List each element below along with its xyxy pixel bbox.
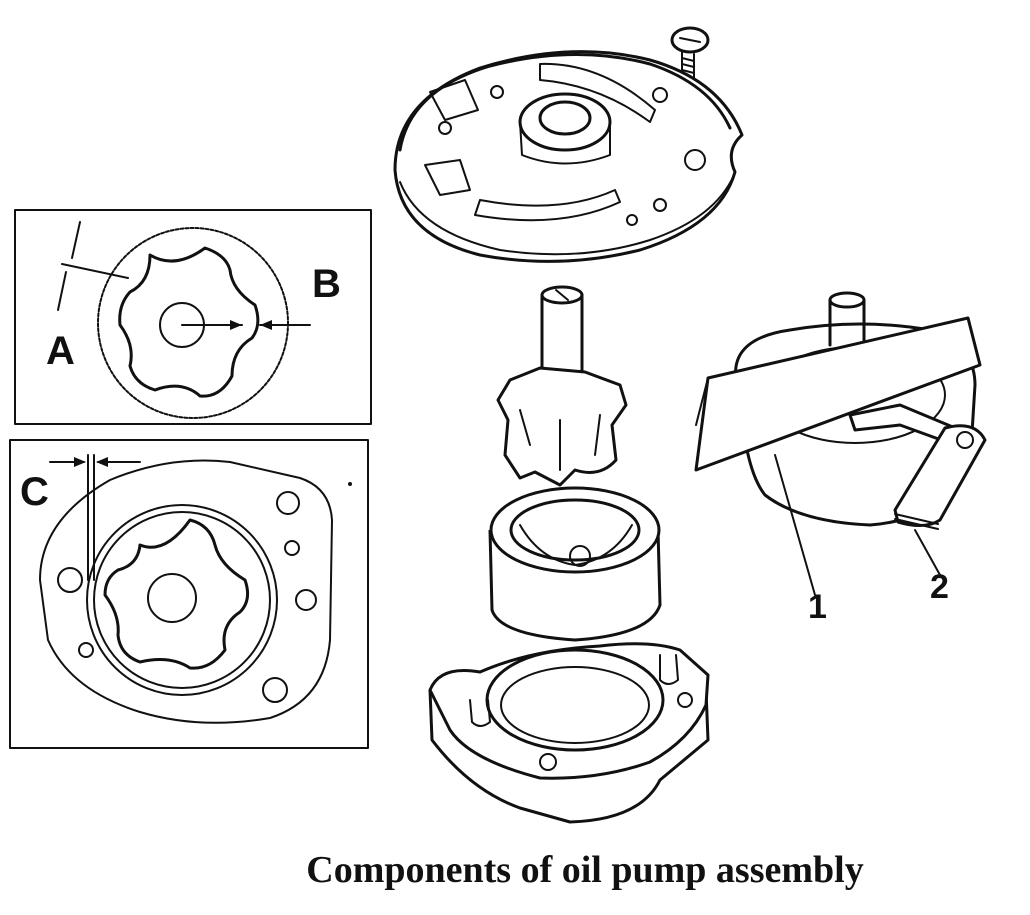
inset-clearance-c: C bbox=[9, 439, 369, 749]
cover-boss-bore bbox=[538, 100, 592, 136]
feeler-gauge-pivot bbox=[956, 431, 974, 449]
dowel-left bbox=[469, 699, 491, 727]
clearance-a-arrow-top bbox=[71, 221, 81, 259]
small-hole-right bbox=[284, 540, 300, 556]
cover-hole-1 bbox=[438, 121, 452, 135]
outer-rotor-top bbox=[489, 486, 661, 574]
outer-rotor-bore bbox=[509, 498, 641, 562]
dowel-hole-right bbox=[295, 589, 317, 611]
cover-slot-top bbox=[539, 62, 656, 123]
checked-shaft-top bbox=[828, 291, 866, 309]
arrowhead-b-right bbox=[260, 320, 272, 330]
dowel-right bbox=[659, 654, 679, 685]
checked-shaft bbox=[828, 298, 866, 347]
outer-housing-circle bbox=[86, 504, 278, 696]
speck-mark bbox=[348, 482, 352, 486]
rotor-lobe-shading bbox=[519, 409, 601, 471]
label-1: 1 bbox=[808, 588, 827, 626]
outer-rotor-circle bbox=[97, 227, 289, 419]
cover-plate-face bbox=[398, 52, 732, 152]
clearance-a-arrow-bottom bbox=[57, 271, 67, 311]
feeler-gauge-handle bbox=[893, 424, 987, 527]
inset-clearance-ab: B A bbox=[14, 209, 372, 425]
arrowhead-b-left bbox=[230, 320, 242, 330]
leader-2 bbox=[914, 529, 941, 576]
outer-rotor-edge bbox=[93, 511, 271, 689]
arrowhead-c-right bbox=[96, 457, 108, 467]
small-hole-left bbox=[78, 642, 94, 658]
cover-hole-3 bbox=[652, 87, 668, 103]
outer-rotor-pocket bbox=[569, 545, 591, 567]
cover-boss-sides bbox=[519, 121, 611, 165]
label-a: A bbox=[46, 329, 75, 373]
cover-port-lower-left bbox=[424, 159, 471, 196]
inner-rotor-star bbox=[118, 246, 260, 398]
body-hole-right bbox=[677, 692, 693, 708]
cover-hole-4 bbox=[684, 149, 706, 171]
pump-body-outline bbox=[39, 459, 333, 724]
arrowhead-c-left bbox=[74, 457, 86, 467]
mount-hole-top-right bbox=[276, 491, 300, 515]
cover-screw bbox=[670, 26, 710, 83]
cover-port-left bbox=[429, 79, 479, 121]
cover-plate-edge bbox=[399, 174, 735, 256]
shaft-slot bbox=[555, 289, 569, 301]
pump-body-bore-inner bbox=[500, 666, 650, 744]
inner-rotor-body bbox=[496, 366, 628, 487]
cover-hole-5 bbox=[653, 198, 667, 212]
inner-rotor-star-c bbox=[103, 518, 250, 670]
label-2: 2 bbox=[930, 568, 949, 606]
screw-thread bbox=[681, 57, 695, 74]
pump-body-housing bbox=[428, 642, 710, 824]
body-drain-hole bbox=[539, 753, 557, 771]
screw-slot bbox=[679, 37, 701, 43]
label-c: C bbox=[20, 470, 49, 514]
leader-1 bbox=[774, 454, 816, 596]
straight-edge-ruler bbox=[694, 316, 982, 472]
cover-hole-2 bbox=[490, 85, 504, 99]
cover-slot-bottom bbox=[474, 189, 621, 222]
pump-body-top bbox=[428, 642, 710, 780]
label-b: B bbox=[312, 262, 341, 306]
clearance-check-view: 1 2 bbox=[694, 291, 987, 626]
clearance-a-leader bbox=[61, 263, 129, 279]
cover-hole-6 bbox=[626, 214, 638, 226]
inset-frame-bottom bbox=[9, 439, 369, 749]
feeler-gauge-stack bbox=[894, 513, 939, 530]
mount-hole-bottom-right bbox=[262, 677, 288, 703]
ruler-end-edge bbox=[695, 377, 709, 426]
pump-cover-plate bbox=[393, 50, 744, 263]
inner-rotor-hub-c bbox=[147, 573, 197, 623]
inset-frame-top bbox=[14, 209, 372, 425]
figure-caption: Components of oil pump assembly bbox=[306, 849, 864, 891]
inner-rotor-with-shaft bbox=[496, 285, 628, 487]
mount-hole-left bbox=[57, 567, 83, 593]
outer-rotor-ring bbox=[488, 486, 662, 642]
